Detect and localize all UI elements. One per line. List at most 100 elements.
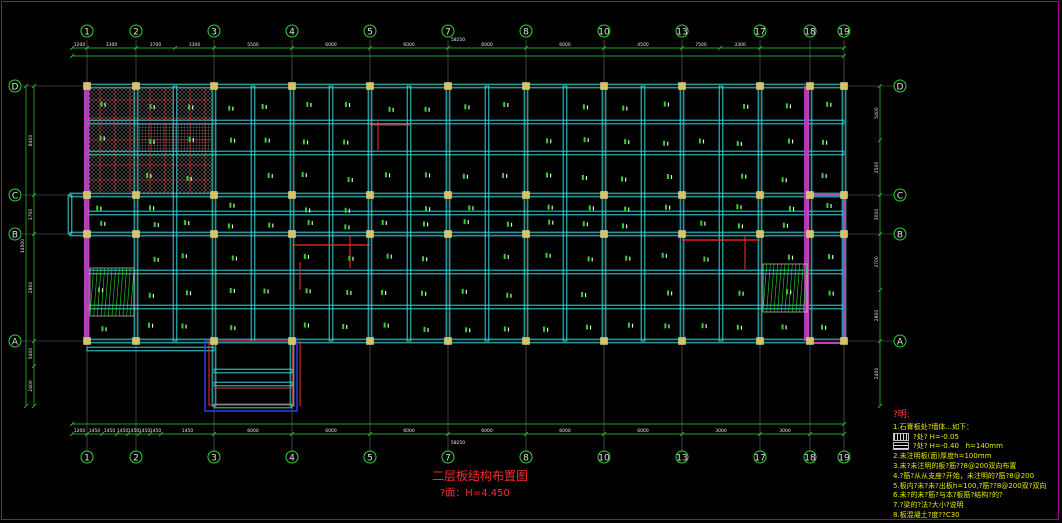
rebar-mark [344, 224, 347, 230]
axis-label: 8 [523, 454, 529, 464]
dimension-label: 1200 [74, 428, 86, 434]
dimension-label: 1450 [182, 428, 194, 434]
axis-bubble [363, 450, 377, 464]
dimension-tick [69, 53, 75, 59]
note-legend-row: ?处? H=-0.40 h=140mm [893, 442, 1058, 452]
axis-label: 7 [445, 454, 451, 464]
dimension-tick [23, 83, 29, 89]
axis-bubble [893, 188, 907, 202]
axis-bubble [285, 450, 299, 464]
dimension-tick [99, 431, 105, 437]
rebar-mark [622, 105, 625, 111]
axis-bubble [80, 24, 94, 38]
rebar-mark [263, 288, 266, 294]
rebar-mark [506, 292, 509, 298]
axis-label: 13 [676, 454, 687, 464]
dimension-label: 6000 [247, 428, 259, 434]
rebar-mark [264, 137, 267, 143]
column [600, 191, 608, 199]
dimension-label: 2500 [874, 162, 880, 174]
dimension-label: 5400 [874, 107, 880, 119]
rebar-mark [625, 255, 628, 261]
column [366, 337, 374, 345]
axis-label: 17 [754, 28, 765, 38]
column [806, 191, 814, 199]
rebar-tag [740, 325, 743, 330]
axis-label: C [897, 192, 903, 202]
dimension-tick [31, 363, 37, 369]
wall-strip [804, 86, 809, 341]
rebar-mark [828, 290, 831, 296]
column [132, 337, 140, 345]
rebar-tag [741, 224, 744, 229]
rebar-tag [233, 288, 235, 293]
rebar-mark [305, 288, 308, 294]
rebar-tag [507, 103, 509, 108]
rebar-tag [786, 223, 789, 228]
column [444, 230, 452, 238]
stair-tread [770, 263, 775, 313]
rebar-tag [791, 139, 794, 144]
rebar-tag [428, 207, 431, 212]
rebar-tag [670, 175, 673, 180]
column [210, 230, 218, 238]
column [806, 337, 814, 345]
rebar-mark [503, 254, 506, 260]
rebar-mark [307, 220, 310, 226]
note-item: 3.未?未注明的板?筋??8@200双向布置 [893, 461, 1017, 470]
rebar-mark [267, 173, 270, 179]
axis-bubble [837, 24, 851, 38]
axis-label: 18 [804, 454, 816, 464]
rebar-tag [348, 208, 350, 213]
rebar-mark [424, 106, 427, 112]
rebar-mark [703, 256, 706, 262]
rebar-mark [96, 205, 99, 211]
rebar-tag [152, 293, 154, 298]
rebar-mark [736, 324, 739, 330]
rebar-tag [668, 324, 670, 329]
axis-bubble [893, 79, 907, 93]
rebar-mark [231, 255, 234, 261]
rebar-mark [344, 102, 347, 108]
stair-tread [777, 263, 782, 313]
axis-bubble [441, 450, 455, 464]
column [132, 82, 140, 90]
rebar-tag [587, 138, 589, 143]
stair-tread [104, 267, 109, 317]
dimension-tick [136, 431, 142, 437]
rebar-mark [736, 140, 739, 146]
rebar-tag [157, 223, 159, 228]
rebar-mark [153, 222, 156, 228]
rebar-mark [663, 101, 666, 107]
dimension-label: 3000 [874, 209, 880, 221]
column [678, 337, 686, 345]
note-item: 5.板内?未?未?出板h=100,?筋??8@200双?双向 [893, 481, 1047, 490]
dimension-tick [877, 192, 883, 198]
rebar-mark [229, 202, 232, 208]
rebar-tag [346, 324, 348, 329]
rebar-tag [631, 323, 634, 328]
dimension-tick [69, 45, 75, 51]
stair-tread [803, 263, 808, 313]
axis-label: 1 [84, 28, 90, 38]
beam [86, 304, 845, 310]
rebar-tag [830, 204, 832, 209]
rebar-mark [422, 256, 425, 262]
rebar-mark [188, 136, 191, 142]
dimension-label: 2400 [874, 368, 880, 380]
axis-label: 7 [445, 28, 451, 38]
dimension-label: 2400 [28, 380, 34, 392]
rebar-tag [425, 291, 427, 296]
dimension-label: 3700 [28, 209, 34, 221]
rebar-tag [157, 257, 159, 262]
dimension-total: 14500 [20, 239, 26, 253]
note-item: 8.板混凝土?度??C30 [893, 510, 960, 519]
rebar-tag [392, 107, 394, 112]
dimension-tick [158, 431, 164, 437]
column [366, 191, 374, 199]
rebar-tag [586, 222, 588, 227]
dimension-tick [367, 45, 373, 51]
rebar-mark [502, 172, 505, 178]
